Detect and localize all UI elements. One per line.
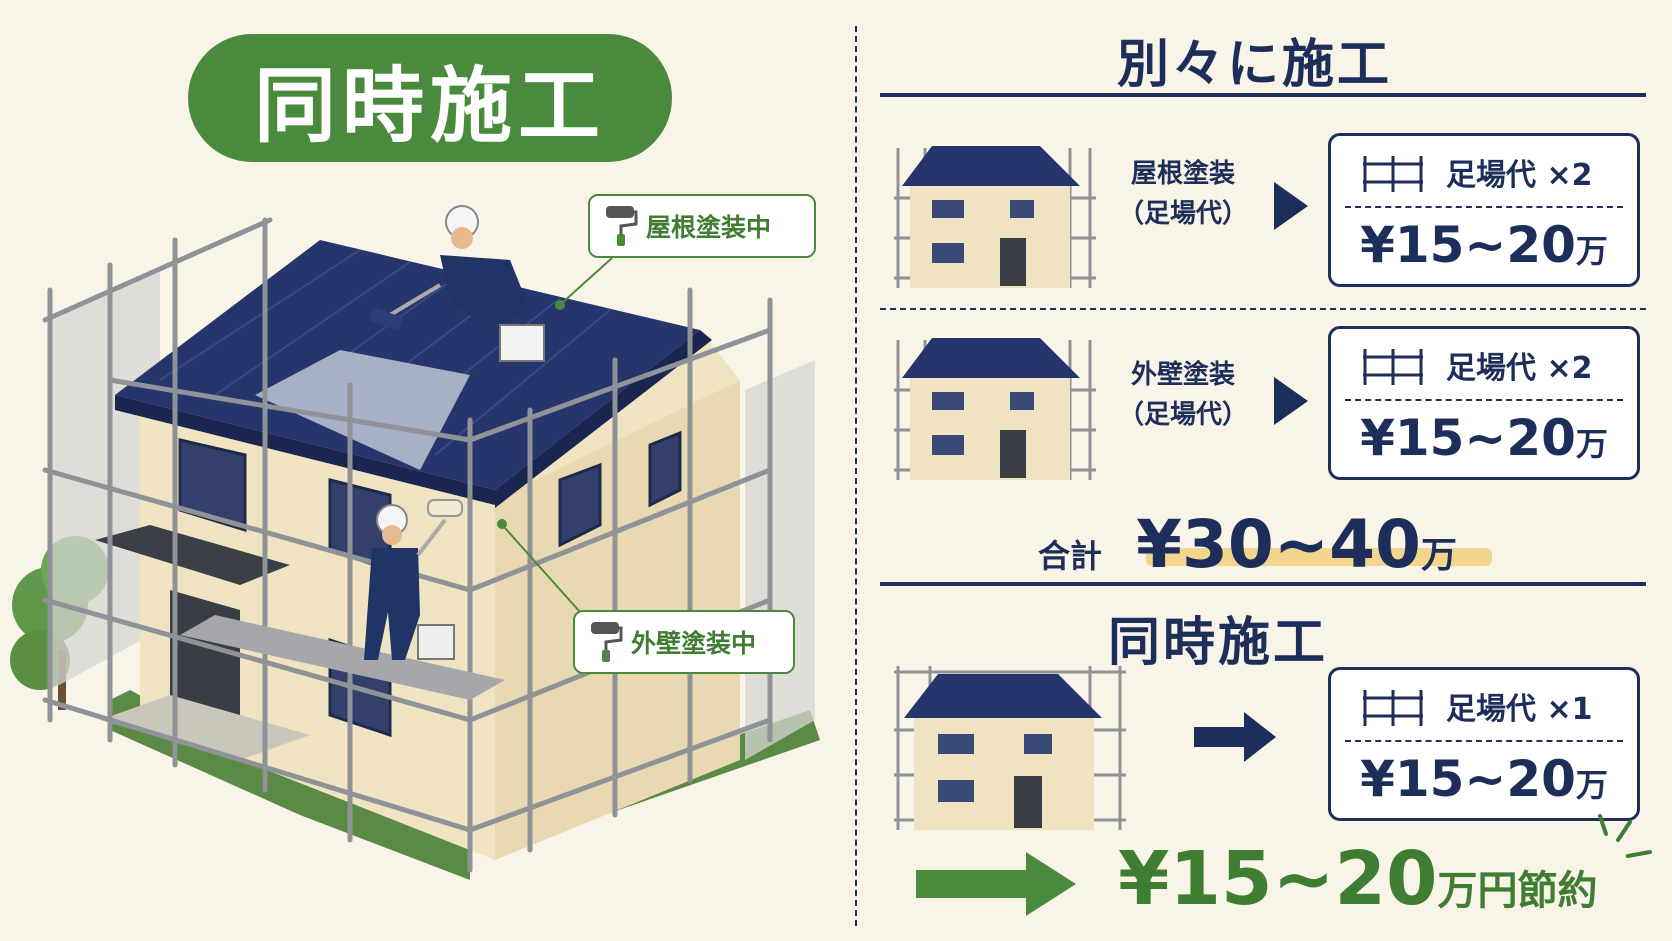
scaffold-icon: [1363, 690, 1423, 726]
work-platform: [180, 615, 505, 700]
roof-eave: [495, 330, 712, 508]
play-triangle-icon: [1274, 377, 1308, 425]
price-value: ¥15~20: [1360, 409, 1576, 467]
callout-dot: [555, 300, 565, 310]
section-rule: [880, 582, 1646, 586]
saving-amount: ¥15~20万円節約: [1118, 836, 1597, 922]
total-unit: 万: [1420, 535, 1457, 576]
total-amount: ¥30~40: [1136, 506, 1421, 583]
scaffold-icon: [1363, 156, 1423, 192]
scaffold-qty: 足場代 ×2: [1446, 351, 1593, 386]
price-range: ¥15~20万: [1331, 216, 1637, 274]
price-value: ¥15~20: [1360, 750, 1576, 808]
price-unit: 万: [1575, 425, 1608, 463]
roof-primer-area: [255, 350, 470, 470]
total-label: 合計: [1038, 537, 1103, 575]
saving-value: ¥15~20: [1118, 836, 1438, 922]
emphasis-burst-icon: [1598, 814, 1652, 858]
scaffold-qty: 足場代 ×1: [1446, 692, 1593, 727]
box-divider: [1345, 399, 1623, 401]
scaffold-icon: [1363, 349, 1423, 385]
total-highlight: [1146, 548, 1492, 566]
paint-roller-icon: [606, 206, 638, 246]
wall-painting-label: 外壁塗装中: [573, 610, 795, 674]
work-sub: （足場代）: [1117, 400, 1248, 430]
play-triangle-icon: [1274, 182, 1308, 230]
arrow-right-icon: [916, 852, 1076, 916]
price-range: ¥15~20万: [1331, 750, 1637, 808]
simultaneous-badge: 同時施工: [188, 34, 672, 162]
saving-unit: 万円節約: [1437, 868, 1598, 914]
price-unit: 万: [1575, 232, 1608, 270]
work-name: 屋根塗装: [1130, 159, 1235, 189]
cost-box-wall: 足場代 ×2 ¥15~20万: [1328, 326, 1640, 480]
row-separator: [880, 308, 1646, 310]
scaffold-qty: 足場代 ×2: [1446, 158, 1593, 193]
arrow-right-icon: [1194, 712, 1276, 762]
entrance-step: [100, 695, 310, 760]
roof-edge: [115, 395, 495, 505]
wall-painting-text: 外壁塗装中: [631, 629, 757, 658]
work-name: 外壁塗装: [1130, 360, 1235, 390]
illustration-panel: 同時施工 屋根塗装中 外壁塗装中: [10, 34, 820, 880]
wall-worker: [364, 499, 463, 660]
total-row: 合計 ¥30~40万: [1038, 506, 1465, 583]
scaffold-frame: [42, 217, 773, 873]
separate-construction-title: 別々に施工: [1117, 35, 1393, 95]
roof-painting-row-label: 屋根塗装 （足場代）: [1108, 154, 1258, 234]
cost-box-simultaneous: 足場代 ×1 ¥15~20万: [1328, 667, 1640, 821]
scaffold-net: [745, 360, 815, 760]
roof-worker: [368, 205, 545, 362]
price-value: ¥15~20: [1360, 216, 1576, 274]
paint-roller-icon: [591, 622, 623, 662]
callout-line: [561, 257, 613, 304]
box-divider: [1345, 740, 1623, 742]
wall-painting-row-label: 外壁塗装 （足場代）: [1108, 355, 1258, 435]
title-rule: [880, 93, 1646, 97]
simultaneous-title: 同時施工: [1108, 613, 1329, 673]
roof-painting-label: 屋根塗装中: [588, 194, 816, 258]
mini-house-simultaneous: [894, 666, 1126, 830]
cost-box-roof: 足場代 ×2 ¥15~20万: [1328, 133, 1640, 287]
mini-house-wall: [894, 338, 1096, 480]
total-value: ¥30~40万: [1128, 506, 1465, 583]
roof-painting-text: 屋根塗装中: [646, 213, 772, 242]
callout-line: [504, 527, 581, 613]
price-unit: 万: [1575, 766, 1608, 804]
scaffold-net: [50, 270, 160, 690]
panel-divider: [855, 26, 857, 926]
work-sub: （足場代）: [1117, 199, 1248, 229]
price-range: ¥15~20万: [1331, 409, 1637, 467]
callout-dot: [497, 519, 507, 529]
entrance-canopy: [95, 525, 290, 585]
box-divider: [1345, 206, 1623, 208]
mini-house-roof: [894, 146, 1096, 288]
